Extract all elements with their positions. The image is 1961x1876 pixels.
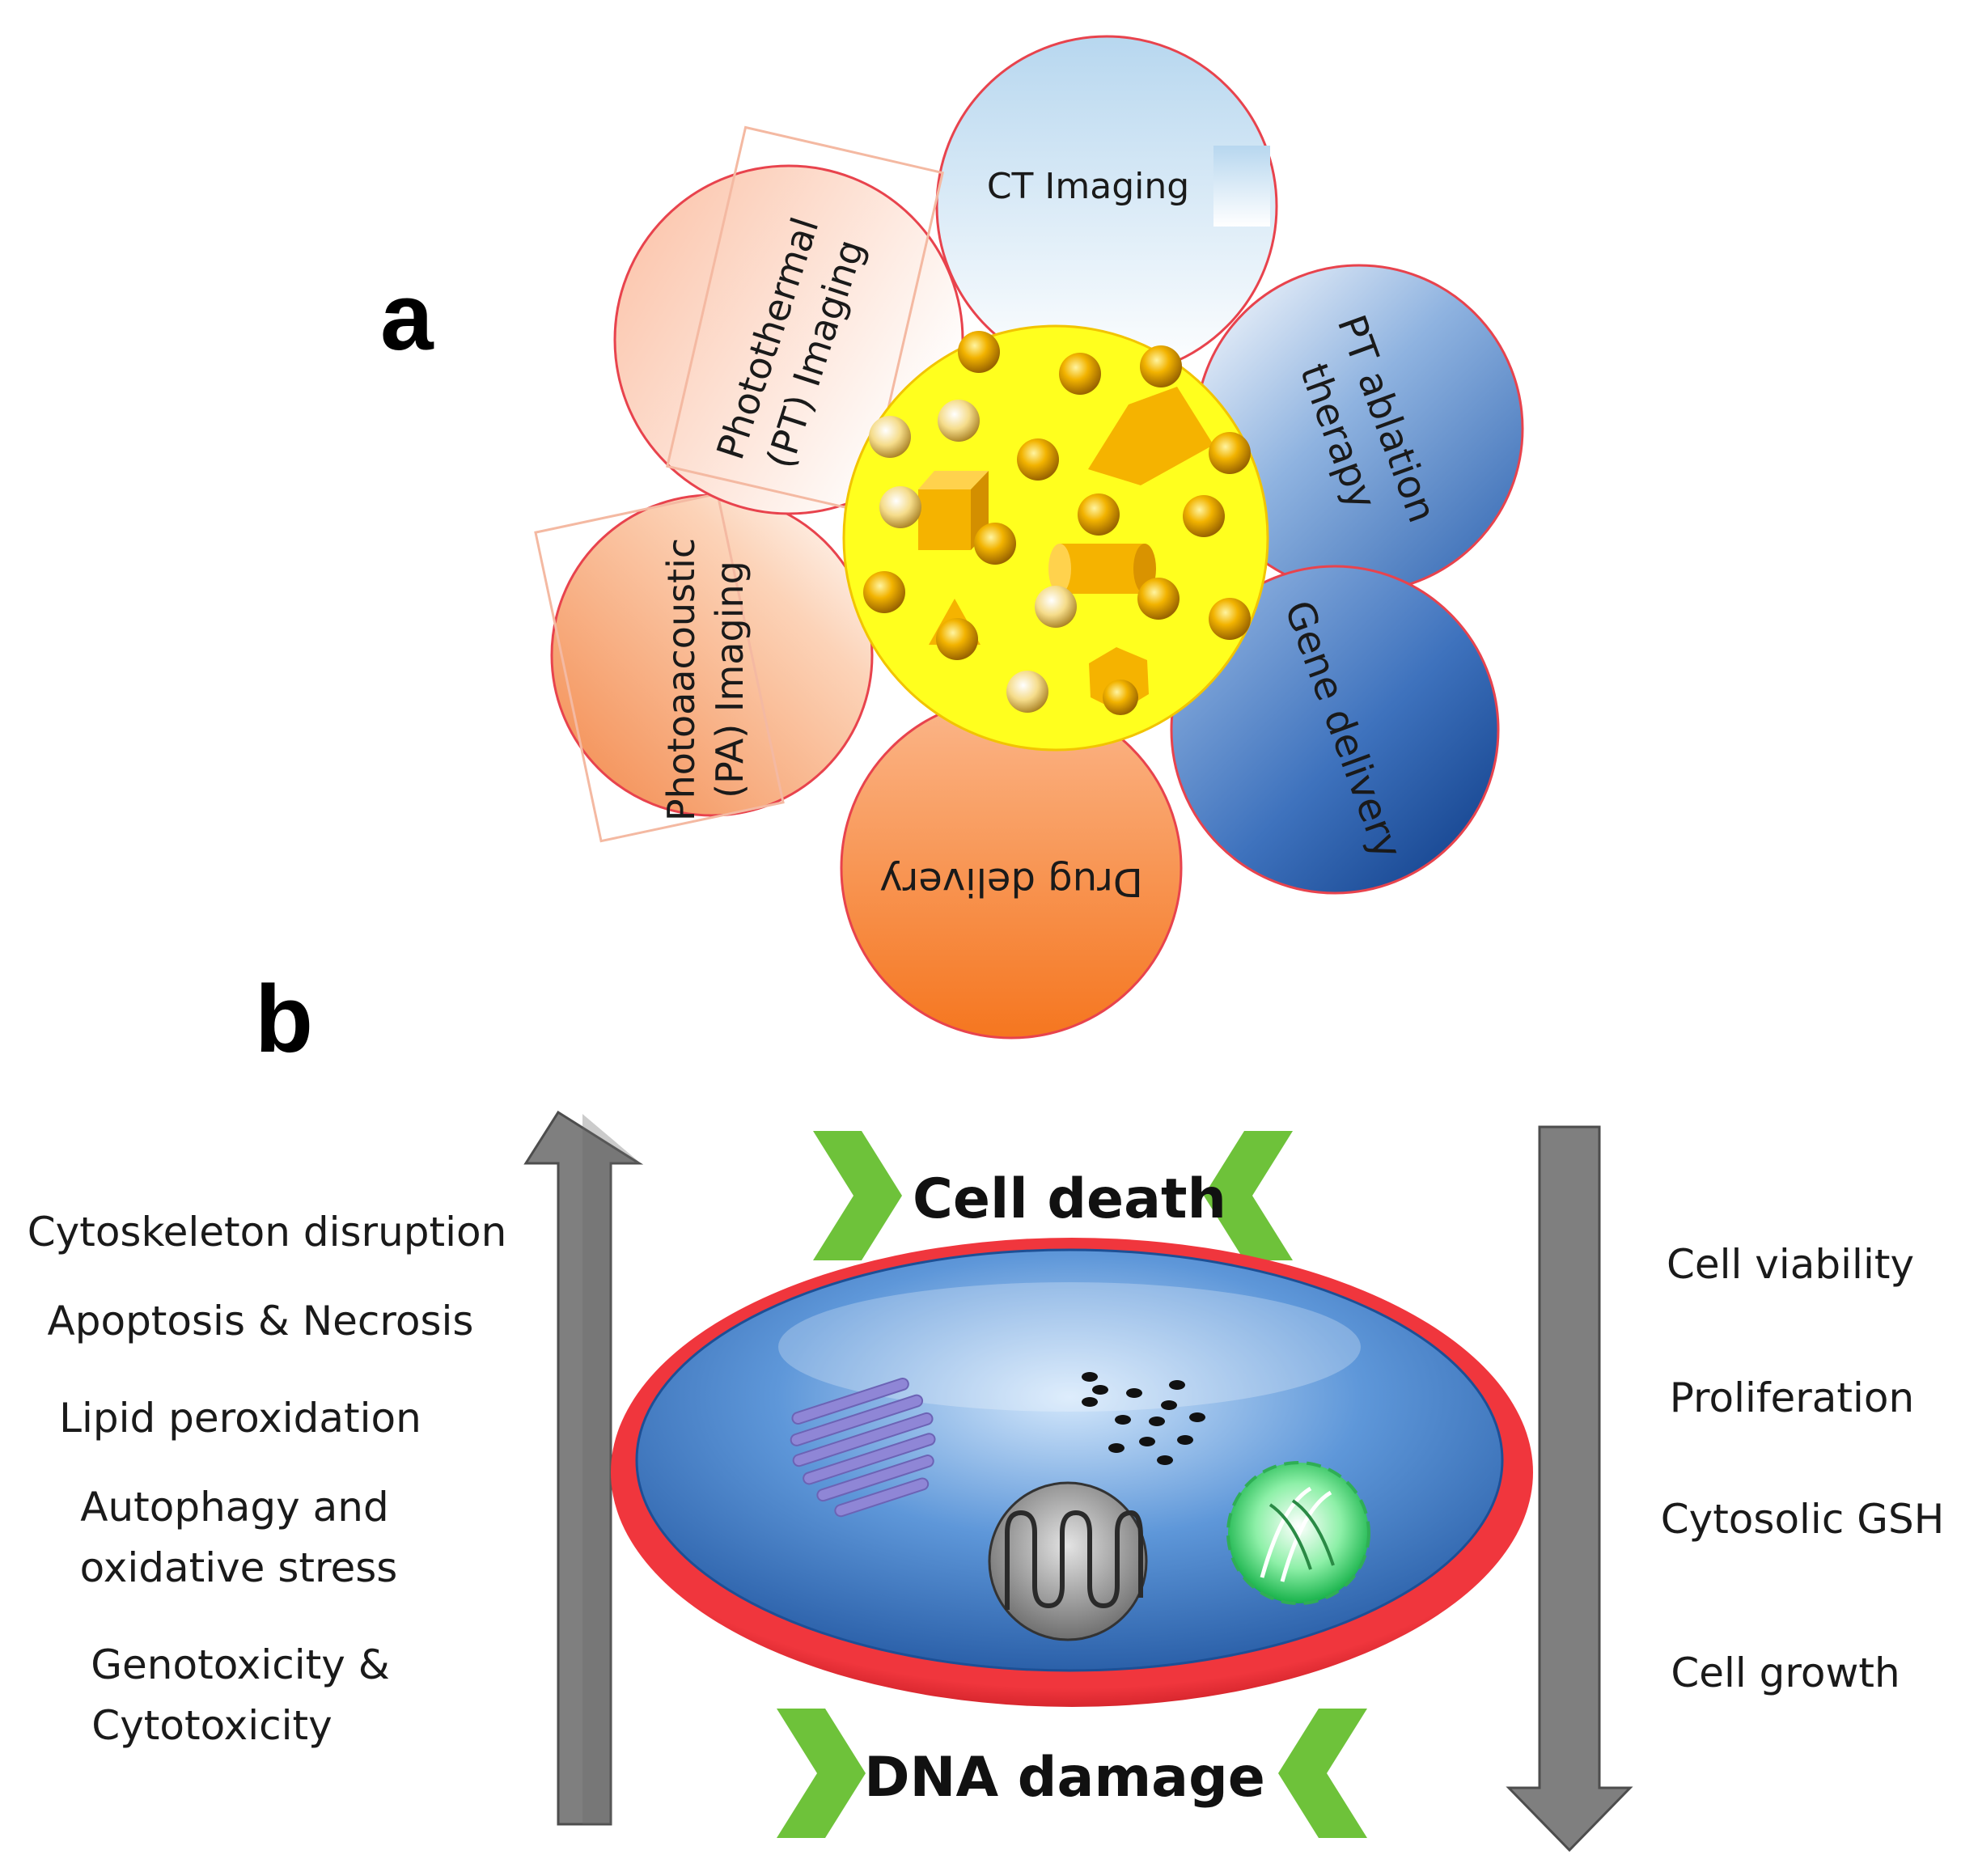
chevron-right-icon bbox=[777, 1709, 866, 1838]
cell bbox=[611, 1238, 1533, 1707]
effect-cytosolic-gsh: Cytosolic GSH bbox=[1661, 1496, 1945, 1543]
gold-sphere bbox=[879, 486, 921, 528]
ribosomes bbox=[1082, 1372, 1205, 1465]
gold-sphere bbox=[1103, 680, 1138, 715]
petal-drug-label: Drug delivery bbox=[879, 859, 1143, 904]
chevron-right-icon bbox=[813, 1131, 902, 1260]
gold-sphere bbox=[1137, 578, 1180, 620]
nanoparticle-core bbox=[842, 324, 1269, 752]
gold-sphere bbox=[1017, 438, 1059, 481]
effect-proliferation: Proliferation bbox=[1670, 1374, 1914, 1421]
effect-apoptosis: Apoptosis & Necrosis bbox=[48, 1298, 474, 1345]
gold-sphere bbox=[936, 618, 978, 660]
petal-drug-delivery: Drug delivery bbox=[840, 697, 1183, 1040]
gold-sphere bbox=[1183, 495, 1225, 537]
mitochondrion bbox=[988, 1481, 1148, 1641]
cube-drug-shape bbox=[918, 471, 989, 550]
dna-damage-label: DNA damage bbox=[864, 1746, 1265, 1810]
panel-a-letter: a bbox=[380, 264, 434, 371]
effect-autophagy-line2: oxidative stress bbox=[80, 1544, 398, 1591]
gold-sphere bbox=[1209, 432, 1251, 474]
gold-sphere bbox=[869, 416, 911, 458]
petal-pa-line2: (PA) Imaging bbox=[708, 561, 752, 798]
gold-sphere bbox=[863, 571, 905, 613]
effect-cytoskeleton: Cytoskeleton disruption bbox=[28, 1209, 507, 1256]
golgi-apparatus bbox=[790, 1377, 936, 1518]
effect-genotoxicity-line1: Genotoxicity & bbox=[91, 1641, 389, 1688]
effect-cell-growth: Cell growth bbox=[1671, 1649, 1900, 1696]
gold-sphere bbox=[1209, 598, 1251, 640]
petal-pa-line1: Photoaacoustic bbox=[659, 538, 703, 821]
increased-effects-list: Cytoskeleton disruption Apoptosis & Necr… bbox=[28, 1209, 507, 1749]
gold-sphere bbox=[974, 523, 1016, 565]
chevron-left-icon bbox=[1278, 1709, 1367, 1838]
gold-sphere bbox=[958, 331, 1000, 373]
effect-genotoxicity-line2: Cytotoxicity bbox=[91, 1702, 332, 1749]
gold-sphere bbox=[1035, 586, 1077, 628]
gold-nanoparticles bbox=[863, 331, 1251, 715]
petal-gene-delivery: Gene delivery bbox=[1170, 565, 1500, 895]
nucleus bbox=[1226, 1461, 1370, 1605]
decreased-effects-list: Cell viability Proliferation Cytosolic G… bbox=[1661, 1241, 1945, 1696]
down-arrow-decrease bbox=[1506, 1125, 1633, 1853]
panel-b-letter: b bbox=[255, 966, 313, 1073]
petal-ct-imaging: CT Imaging bbox=[935, 35, 1278, 378]
gold-sphere bbox=[1078, 493, 1120, 536]
petal-ct-label: CT Imaging bbox=[987, 166, 1189, 207]
effect-cell-viability: Cell viability bbox=[1667, 1241, 1914, 1288]
effect-autophagy-line1: Autophagy and bbox=[80, 1484, 388, 1531]
up-arrow-increase bbox=[523, 1110, 644, 1826]
gold-sphere bbox=[1059, 353, 1101, 395]
effect-lipid-peroxidation: Lipid peroxidation bbox=[59, 1395, 421, 1442]
panel-b: b Cytoskeleton disruption Apoptosis & Ne… bbox=[28, 966, 1945, 1853]
panel-a: a CT Imaging PT ablation therapy Gene de… bbox=[380, 35, 1524, 1040]
gold-sphere bbox=[1006, 671, 1048, 713]
gold-sphere bbox=[938, 400, 980, 442]
chevron-left-icon bbox=[1204, 1131, 1293, 1260]
cylinder-drug-shape bbox=[1048, 544, 1156, 594]
petal-pt-ablation: PT ablation therapy bbox=[1194, 264, 1524, 594]
cell-death-label: Cell death bbox=[913, 1167, 1226, 1231]
gold-sphere bbox=[1140, 345, 1182, 387]
petal-pa-imaging: Photoaacoustic (PA) Imaging bbox=[534, 492, 874, 843]
rhombus-drug-shape bbox=[1088, 387, 1213, 485]
